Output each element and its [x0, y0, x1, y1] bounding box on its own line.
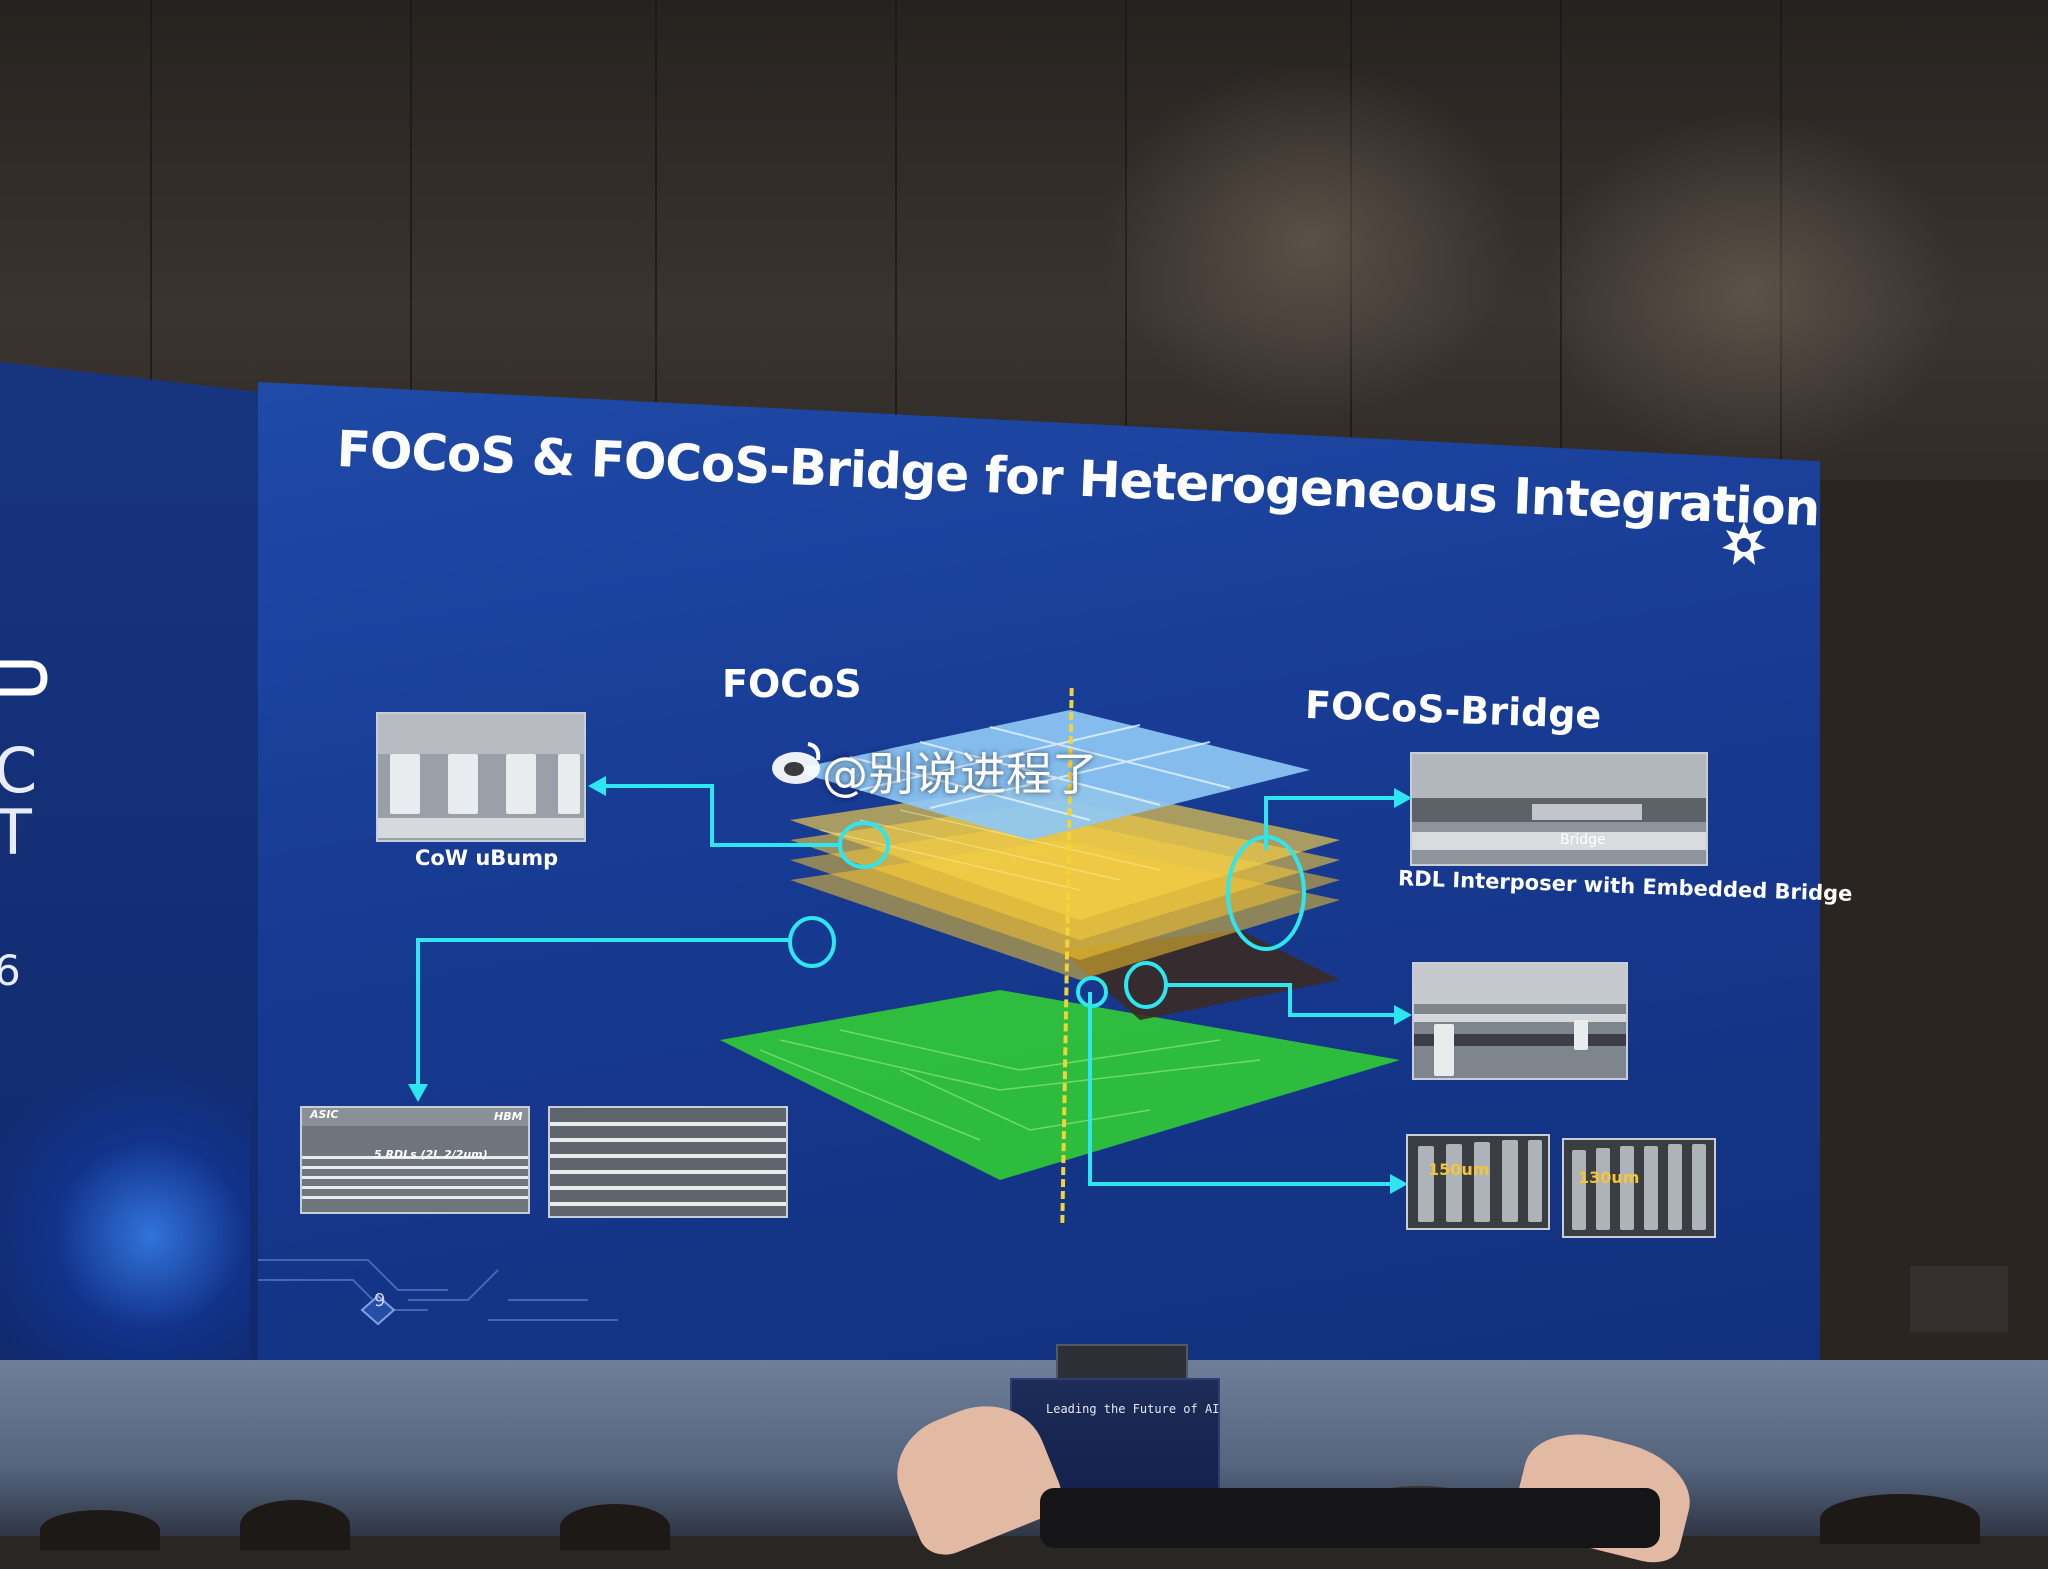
watermark-text: @别说进程了 [822, 747, 1098, 801]
left-screen-letter: 6 [0, 946, 21, 995]
podium-text: Leading the Future of AI [1046, 1402, 1220, 1416]
pitch-150um-label: 150um [1428, 1160, 1490, 1179]
left-screen-letter: T [0, 796, 32, 869]
audience-head [1820, 1494, 1980, 1544]
rdls-label: 5 RDLs (2L 2/2um) [374, 1148, 488, 1161]
rdl-interposer-bridge-micrograph [1410, 752, 1708, 866]
rdl-detail-micrograph [548, 1106, 788, 1218]
speaker [1910, 1266, 2008, 1332]
weibo-icon [772, 742, 821, 784]
hbm-label: HBM [494, 1110, 523, 1123]
callout-circle [838, 821, 890, 869]
cu-pillar-150um-micrograph [1406, 1134, 1550, 1230]
audience-head [40, 1510, 160, 1550]
cu-pillar-130um-micrograph [1562, 1138, 1716, 1238]
asic-label: ASIC [310, 1108, 339, 1121]
bridge-label: Bridge [1560, 832, 1606, 848]
partial-logo-shape [0, 660, 48, 696]
pitch-130um-label: 130um [1578, 1168, 1640, 1187]
focos-section-label: FOCoS [722, 662, 862, 706]
callout-circle [788, 916, 836, 968]
side-wall [1810, 480, 2048, 1380]
left-screen-letter: C [0, 734, 38, 807]
rdl-layer [790, 780, 1340, 920]
audience-head [240, 1500, 350, 1550]
particle-graphic [0, 1050, 250, 1360]
substrate-micrograph [1412, 962, 1628, 1080]
company-logo-icon [1722, 522, 1766, 565]
audience-head [560, 1504, 670, 1550]
cow-ubump-caption: CoW uBump [415, 846, 559, 870]
audience-phone [1040, 1488, 1660, 1548]
rdl-cross-section-micrograph [300, 1106, 530, 1214]
cow-ubump-micrograph [376, 712, 586, 842]
slide-number: 9 [374, 1290, 386, 1311]
substrate-layer [720, 990, 1400, 1180]
circuit-trace-decoration [258, 1259, 618, 1326]
ceiling-light-spot [1540, 110, 1960, 470]
callout-circle [1076, 976, 1108, 1008]
ceiling-light-spot [1100, 60, 1520, 420]
